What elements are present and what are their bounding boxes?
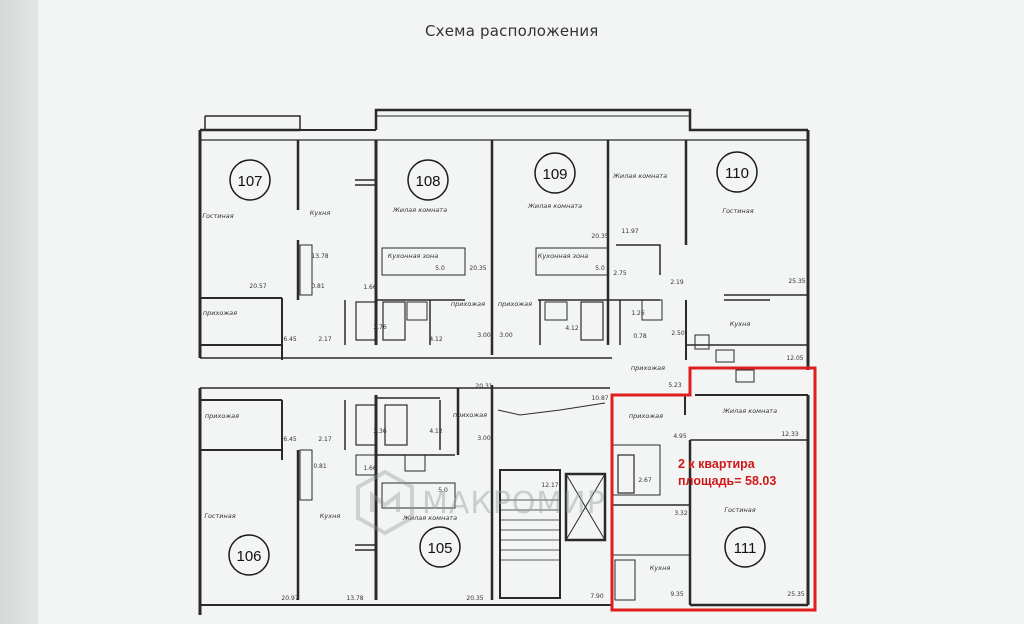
dimension-label: 20.35 [469, 265, 486, 272]
dimension-label: 0.78 [633, 333, 647, 340]
room-label: прихожая [629, 412, 663, 420]
dimension-label: 20.57 [249, 283, 266, 290]
dimension-label: 9.35 [670, 591, 684, 598]
dimension-label: 2.76 [373, 324, 387, 331]
room-label: Кухонная зона [388, 252, 438, 260]
dimension-label: 20.35 [591, 233, 608, 240]
walls [198, 108, 810, 615]
dimension-label: 12.17 [541, 482, 558, 489]
photo-left-shadow [0, 0, 38, 624]
room-label: Жилая комната [527, 202, 582, 210]
apartment-highlight-outline [610, 366, 817, 612]
dimension-label: 3.00 [477, 332, 491, 339]
apt-number-111: 111 [734, 540, 757, 557]
dimension-label: 12.33 [781, 431, 798, 438]
watermark-logo-icon [356, 469, 414, 536]
room-label: Жилая комната [392, 206, 447, 214]
apt-number-107: 107 [237, 173, 262, 190]
room-label: Гостиная [724, 506, 755, 514]
dimension-label: 5.0 [595, 265, 605, 272]
dimension-label: 4.12 [429, 428, 443, 435]
apt-number-105: 105 [427, 540, 452, 557]
room-label: Жилая комната [402, 514, 457, 522]
room-label: Жилая комната [722, 407, 777, 415]
dimension-label: 10.87 [591, 395, 608, 402]
room-label: прихожая [203, 309, 237, 317]
room-label: Кухня [650, 564, 671, 572]
dimension-label: 2.36 [373, 428, 387, 435]
dimension-label: 6.45 [283, 336, 297, 343]
room-label: прихожая [453, 411, 487, 419]
dimension-label: 0.81 [311, 283, 325, 290]
dimension-label: 2.67 [638, 477, 652, 484]
apt-number-109: 109 [542, 166, 567, 183]
room-label: прихожая [631, 364, 665, 372]
dimension-label: 2.50 [671, 330, 685, 337]
room-label: Гостиная [204, 512, 235, 520]
room-label: прихожая [498, 300, 532, 308]
watermark: МАКРОМИР [418, 470, 606, 536]
dimension-label: 13.78 [346, 595, 363, 602]
room-label: Кухня [310, 209, 331, 217]
room-label: Гостиная [722, 207, 753, 215]
dimension-label: 20.31 [475, 383, 492, 390]
dimension-label: 2.75 [613, 270, 627, 277]
dimension-label: 2.19 [670, 279, 684, 286]
dimension-label: 4.95 [673, 433, 687, 440]
dimension-label: 7.90 [590, 593, 604, 600]
watermark-text: МАКРОМИР [422, 485, 606, 521]
dimension-label: 20.35 [466, 595, 483, 602]
dimension-label: 25.35 [787, 591, 804, 598]
room-label: Кухонная зона [538, 252, 588, 260]
room-label: Кухня [730, 320, 751, 328]
dimension-label: 5.23 [668, 382, 682, 389]
room-label: прихожая [205, 412, 239, 420]
dimension-label: 2.17 [318, 436, 332, 443]
room-label: Кухня [320, 512, 341, 520]
room-label: Гостиная [202, 212, 233, 220]
dimension-label: 12.05 [786, 355, 803, 362]
dimension-label: 0.81 [313, 463, 327, 470]
highlight-note-area: площадь= 58.03 [678, 474, 777, 488]
dimension-label: 1.26 [631, 310, 645, 317]
dimension-label: 25.35 [788, 278, 805, 285]
dimension-label: 2.17 [318, 336, 332, 343]
apt-number-106: 106 [236, 548, 261, 565]
apt-number-108: 108 [415, 173, 440, 190]
apt-number-110: 110 [725, 165, 749, 182]
dimension-label: 1.66 [363, 465, 377, 472]
plan-title: Схема расположения [425, 22, 599, 40]
room-label: Жилая комната [612, 172, 667, 180]
dimension-label: 20.97 [281, 595, 298, 602]
highlight-note-type: 2 к квартира [678, 457, 755, 471]
dimension-label: 5.0 [435, 265, 445, 272]
dimension-label: 4.12 [429, 336, 443, 343]
dimension-label: 4.12 [565, 325, 579, 332]
dimension-label: 3.00 [499, 332, 513, 339]
dimension-label: 5.0 [438, 487, 448, 494]
room-label: прихожая [451, 300, 485, 308]
dimension-label: 3.00 [477, 435, 491, 442]
apartment-markers [228, 151, 766, 576]
dimension-label: 13.78 [311, 253, 328, 260]
dimension-label: 11.97 [621, 228, 638, 235]
dimension-label: 1.66 [363, 284, 377, 291]
dimension-label: 6.45 [283, 436, 297, 443]
dimension-label: 3.32 [674, 510, 688, 517]
